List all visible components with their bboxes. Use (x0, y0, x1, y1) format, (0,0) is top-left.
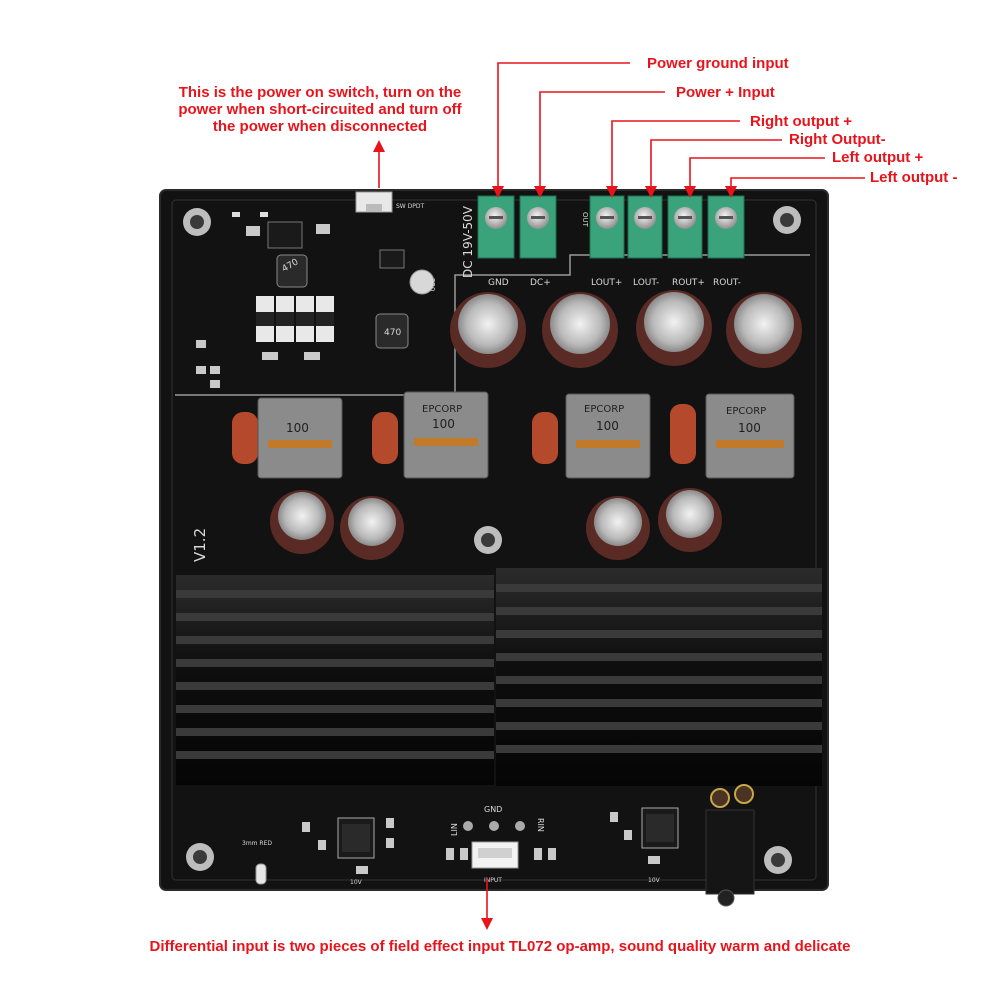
film-capacitors (232, 404, 696, 464)
label-gnd: GND (488, 278, 509, 288)
leader-power-plus (539, 91, 665, 192)
label-rout-minus: ROUT- (713, 278, 741, 288)
heatsink-left (176, 575, 494, 785)
callout-power-switch-line3: the power when disconnected (212, 118, 428, 135)
label-ind-470-b: 470 (384, 328, 401, 338)
inductor-4-brand: EPCORP (726, 406, 766, 417)
inductor-3-value: 100 (596, 419, 619, 433)
callout-power-plus-input: Power + Input (676, 84, 775, 101)
callout-differential-input: Differential input is two pieces of fiel… (149, 938, 851, 955)
label-out: OUT (581, 212, 589, 228)
terminal-blocks (477, 195, 745, 259)
label-rout-plus: ROUT+ (672, 278, 705, 288)
inductor-1 (257, 397, 343, 479)
inductor-4-value: 100 (738, 421, 761, 435)
callout-arrowheads (373, 140, 737, 930)
inductor-3-brand: EPCORP (584, 404, 624, 415)
label-dc-voltage: DC 19V-50V (461, 205, 475, 278)
arrowhead-right-output-plus (606, 186, 618, 198)
leader-right-output-plus (611, 120, 740, 192)
arrowhead-power-ground (492, 186, 504, 198)
heatsink-right (496, 568, 822, 786)
label-input-gnd: GND (484, 805, 502, 814)
label-lout-plus: LOUT+ (591, 278, 622, 288)
label-cap-10v-left: 10V (350, 879, 363, 886)
audio-jack (705, 809, 755, 895)
label-input: INPUT (484, 877, 502, 884)
inductor-2 (403, 391, 489, 479)
callout-right-output-minus: Right Output- (789, 131, 886, 148)
inductor-1-value: 100 (286, 421, 309, 435)
arrowhead-left-output-plus (684, 186, 696, 198)
label-led: 3mm RED (242, 840, 272, 847)
arrowhead-differential-input (481, 918, 493, 930)
leader-power-ground (497, 62, 630, 192)
led-red (255, 863, 267, 885)
arrowhead-right-output-minus (645, 186, 657, 198)
label-lout-minus: LOUT- (633, 278, 659, 288)
label-sw: SW DPDT (396, 203, 425, 210)
inductor-2-brand: EPCORP (422, 404, 462, 415)
capacitors-top-row (450, 290, 802, 368)
inductor-4 (705, 393, 795, 479)
arrowhead-power-plus (534, 186, 546, 198)
label-cap-10v-right: 10V (648, 877, 661, 884)
callout-power-switch-line1: This is the power on switch, turn on the (178, 84, 462, 101)
label-input-rin: RIN (536, 818, 545, 832)
capacitors-middle-row (270, 488, 722, 560)
callout-left-output-minus: Left output - (870, 169, 958, 186)
inductor-2-value: 100 (432, 417, 455, 431)
arrowhead-left-output-minus (725, 186, 737, 198)
inductors (257, 391, 795, 479)
callout-right-output-plus: Right output + (750, 113, 853, 130)
callout-power-ground-input: Power ground input (647, 55, 789, 72)
inductor-3 (565, 393, 651, 479)
power-switch (355, 191, 393, 213)
label-cap-220: 220 (428, 278, 436, 291)
callout-power-switch-line2: power when short-circuited and turn off (178, 101, 462, 118)
smd-components (196, 212, 435, 388)
label-input-lin: LIN (450, 823, 459, 836)
callout-left-output-plus: Left output + (832, 149, 924, 166)
label-dc-plus: DC+ (530, 278, 551, 288)
arrowhead-power-switch (373, 140, 385, 152)
label-version: V1.2 (191, 528, 209, 562)
leader-right-output-minus (650, 139, 782, 192)
bottom-components (255, 784, 755, 907)
callout-power-switch: This is the power on switch, turn on the… (150, 84, 490, 135)
leader-left-output-plus (689, 157, 825, 192)
mounting-holes (183, 206, 801, 874)
